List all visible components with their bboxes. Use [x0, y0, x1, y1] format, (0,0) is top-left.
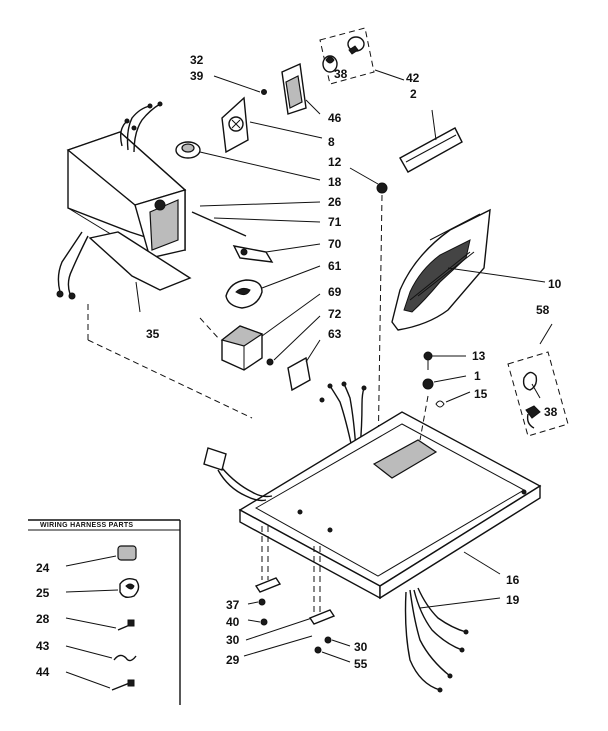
panel-2 — [399, 109, 463, 173]
bracket-37-40 — [245, 526, 319, 641]
label-38-right: 38 — [544, 405, 558, 419]
bracket-58-38-group — [507, 323, 569, 437]
label-44: 44 — [36, 665, 50, 679]
label-37: 37 — [226, 598, 240, 612]
bracket-38-42-group — [319, 27, 405, 85]
box-title: WIRING HARNESS PARTS — [40, 522, 133, 529]
label-30-left: 30 — [226, 633, 240, 647]
label-19: 19 — [506, 593, 520, 607]
label-55: 55 — [354, 657, 368, 671]
label-25: 25 — [36, 586, 50, 600]
label-63: 63 — [328, 327, 342, 341]
label-32: 32 — [190, 53, 204, 67]
part-labels: 32 39 38 42 2 46 8 12 18 26 71 70 61 10 … — [36, 53, 562, 679]
label-18: 18 — [328, 175, 342, 189]
console-panel-10 — [391, 208, 546, 331]
parts-13-1-15 — [419, 351, 471, 441]
label-16: 16 — [506, 573, 520, 587]
label-42: 42 — [406, 71, 420, 85]
label-10: 10 — [548, 277, 562, 291]
label-46: 46 — [328, 111, 342, 125]
label-72: 72 — [328, 307, 342, 321]
label-43: 43 — [36, 639, 50, 653]
wire-harness-19 — [404, 587, 501, 693]
label-70: 70 — [328, 237, 342, 251]
label-69: 69 — [328, 285, 342, 299]
label-12: 12 — [328, 155, 342, 169]
part-61 — [225, 265, 321, 309]
part-72 — [266, 315, 321, 366]
label-2: 2 — [410, 87, 417, 101]
label-29: 29 — [226, 653, 240, 667]
wire-harness-mid — [319, 381, 367, 451]
shaft-26-71-70 — [191, 201, 321, 263]
label-28: 28 — [36, 612, 50, 626]
label-1: 1 — [474, 369, 481, 383]
bracket-30-55 — [243, 546, 351, 663]
wire-connector-left — [203, 447, 273, 502]
part-63 — [287, 339, 321, 392]
label-35: 35 — [146, 327, 160, 341]
label-8: 8 — [328, 135, 335, 149]
knob-18 — [175, 141, 321, 181]
label-30-right: 30 — [354, 640, 368, 654]
label-61: 61 — [328, 259, 342, 273]
label-39: 39 — [190, 69, 204, 83]
label-40: 40 — [226, 615, 240, 629]
label-26: 26 — [328, 195, 342, 209]
timer-housing — [66, 131, 187, 259]
label-71: 71 — [328, 215, 342, 229]
screw-12 — [349, 167, 388, 461]
label-13: 13 — [472, 349, 486, 363]
switch-bracket-46-8 — [213, 62, 323, 154]
wiring-harness-parts-box: WIRING HARNESS PARTS — [28, 519, 181, 705]
top-panel-16 — [238, 411, 542, 600]
label-58: 58 — [536, 303, 550, 317]
wire-harness-top — [119, 101, 163, 153]
label-38-top: 38 — [334, 67, 348, 81]
bracket-35 — [56, 231, 253, 419]
part-69-block — [220, 293, 321, 371]
label-15: 15 — [474, 387, 488, 401]
label-24: 24 — [36, 561, 50, 575]
